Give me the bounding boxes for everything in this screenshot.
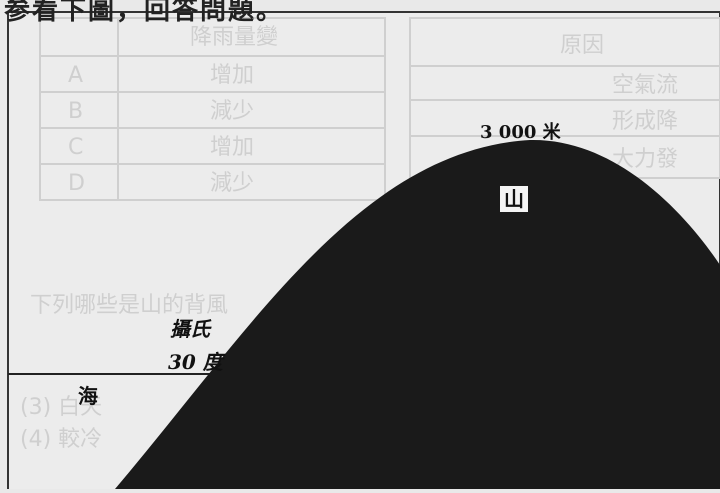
- sea-label: 海: [78, 384, 98, 408]
- ghost-row-b-value: 減少: [210, 99, 254, 124]
- page-heading-fragment: 参看下圖，回答問題。: [4, 0, 285, 26]
- ghost-row-d: D: [68, 171, 85, 196]
- ghost-row-c-value: 增加: [210, 135, 254, 160]
- ghost-row-c: C: [68, 135, 83, 160]
- temperature-label-line1: 攝氏: [170, 317, 210, 341]
- peak-height-label: 3 000 米: [480, 122, 561, 143]
- ghost-right-header: 原因: [560, 33, 604, 58]
- ghost-option-3: (3) 白天: [20, 395, 102, 420]
- ghost-option-4: (4) 較冷: [20, 427, 102, 452]
- temperature-label-line2: 30 度: [168, 350, 223, 374]
- ghost-table-left: [39, 17, 386, 201]
- ghost-row-a: A: [68, 63, 83, 88]
- ghost-right-row-2: 形成降: [612, 109, 678, 134]
- ghost-row-a-value: 增加: [210, 63, 254, 88]
- mountain-shape: [115, 139, 720, 489]
- ghost-row-b: B: [68, 99, 83, 124]
- ghost-question: 下列哪些是山的背風: [30, 293, 228, 318]
- ghost-row-d-value: 減少: [210, 171, 254, 196]
- ghost-right-row-1: 空氣流: [612, 73, 678, 98]
- ghost-left-header: 降雨量變: [190, 25, 278, 50]
- mountain-label: 山: [500, 186, 528, 212]
